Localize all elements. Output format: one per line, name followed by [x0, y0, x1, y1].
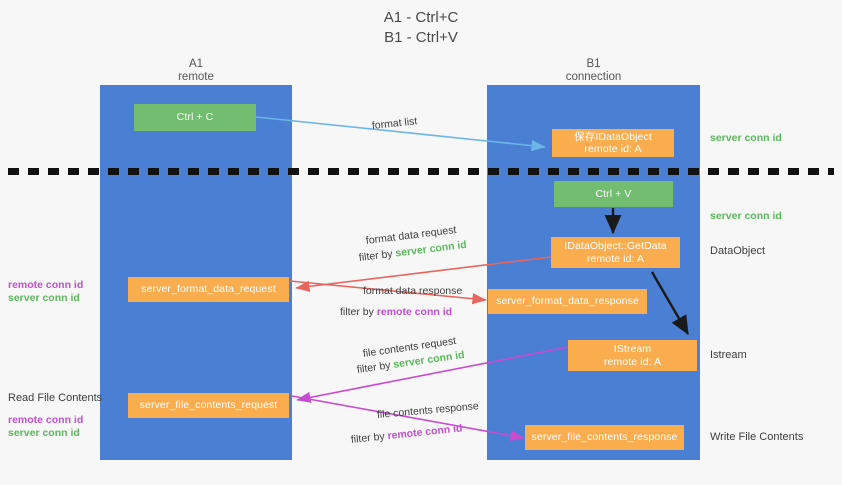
- page-title: A1 - Ctrl+C B1 - Ctrl+V: [0, 8, 842, 48]
- label-format-list: format list: [371, 115, 418, 132]
- box-server-file-contents-request-label: server_file_contents_request: [139, 399, 278, 412]
- box-server-format-data-response[interactable]: server_format_data_response: [488, 289, 647, 314]
- box-ctrl-c-label: Ctrl + C: [176, 111, 214, 124]
- left-annotation-remote-conn-id-upper: remote conn id: [8, 279, 84, 291]
- box-ctrl-v-label: Ctrl + V: [595, 187, 632, 200]
- box-ctrl-v[interactable]: Ctrl + V: [554, 181, 673, 207]
- label-format-data-request-filter-prefix: filter by: [358, 247, 397, 264]
- right-annotation-server-conn-id-mid: server conn id: [710, 210, 782, 222]
- box-server-format-data-request-label: server_format_data_request: [141, 283, 276, 296]
- right-annotation-istream: Istream: [710, 349, 747, 361]
- box-server-file-contents-request[interactable]: server_file_contents_request: [128, 393, 289, 418]
- box-save-idataobject-line2: remote id: A: [584, 143, 642, 155]
- label-file-contents-request-filter-prefix: filter by: [356, 358, 395, 376]
- phase-divider: [8, 168, 834, 175]
- box-ctrl-c[interactable]: Ctrl + C: [134, 104, 256, 131]
- box-getdata-line1: IDataObject::GetData: [564, 240, 667, 252]
- label-file-contents-response-filter: filter by remote conn id: [350, 422, 463, 447]
- column-b1-name: B1: [586, 58, 601, 70]
- column-header-a1: A1 remote: [100, 58, 292, 84]
- box-istream-line2: remote id: A: [603, 355, 662, 368]
- box-idataobject-getdata[interactable]: IDataObject::GetData remote id: A: [551, 237, 680, 268]
- box-istream-line1: IStream: [613, 343, 652, 355]
- label-file-contents-response: file contents response: [376, 400, 480, 421]
- left-annotation-server-conn-id-lower: server conn id: [8, 427, 80, 439]
- box-server-file-contents-response-label: server_file_contents_response: [531, 431, 678, 444]
- label-file-contents-response-filter-prefix: filter by: [350, 430, 389, 446]
- label-format-data-response-filter-prefix: filter by: [340, 306, 377, 318]
- column-header-b1: B1 connection: [487, 58, 700, 84]
- right-annotation-server-conn-id-top: server conn id: [710, 132, 782, 144]
- title-line-1: A1 - Ctrl+C: [383, 9, 459, 26]
- right-annotation-write-file-contents: Write File Contents: [710, 431, 804, 443]
- box-server-format-data-request[interactable]: server_format_data_request: [128, 277, 289, 302]
- box-getdata-line2: remote id: A: [586, 252, 645, 265]
- column-a1-sub: remote: [178, 71, 214, 83]
- column-a1-name: A1: [188, 58, 204, 70]
- title-line-2: B1 - Ctrl+V: [384, 29, 458, 46]
- label-format-data-response: format data response: [363, 285, 463, 297]
- label-file-contents-response-filter-key: remote conn id: [386, 422, 463, 443]
- box-server-format-data-response-label: server_format_data_response: [496, 295, 639, 308]
- box-save-idataobject[interactable]: 保存IDataObject remote id: A: [552, 129, 674, 157]
- label-format-data-response-filter-key: remote conn id: [376, 306, 453, 318]
- left-annotation-server-conn-id-upper: server conn id: [8, 292, 80, 304]
- column-b1-sub: connection: [565, 71, 622, 83]
- box-server-file-contents-response[interactable]: server_file_contents_response: [525, 425, 684, 450]
- right-annotation-dataobject: DataObject: [710, 245, 766, 257]
- label-format-data-response-filter: filter by remote conn id: [340, 306, 452, 319]
- left-annotation-read-file-contents: Read File Contents: [8, 392, 103, 404]
- box-save-idataobject-line1: 保存IDataObject: [574, 130, 652, 143]
- box-istream[interactable]: IStream remote id: A: [568, 340, 697, 371]
- left-annotation-remote-conn-id-lower: remote conn id: [8, 414, 84, 426]
